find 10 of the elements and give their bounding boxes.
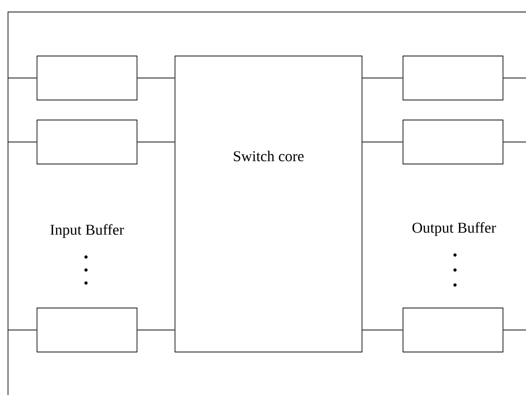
buffer-box bbox=[402, 308, 504, 352]
buffer-box bbox=[402, 120, 504, 164]
buffer-box bbox=[36, 56, 138, 100]
buffer-label: Output Buffer bbox=[412, 222, 496, 236]
buffer-box bbox=[36, 308, 138, 352]
node-label: Switch core bbox=[234, 150, 304, 162]
buffer-label: Input Buffer bbox=[50, 224, 124, 238]
buffer-box bbox=[402, 56, 504, 100]
switch-box bbox=[174, 56, 362, 352]
buffer-box bbox=[36, 120, 138, 164]
